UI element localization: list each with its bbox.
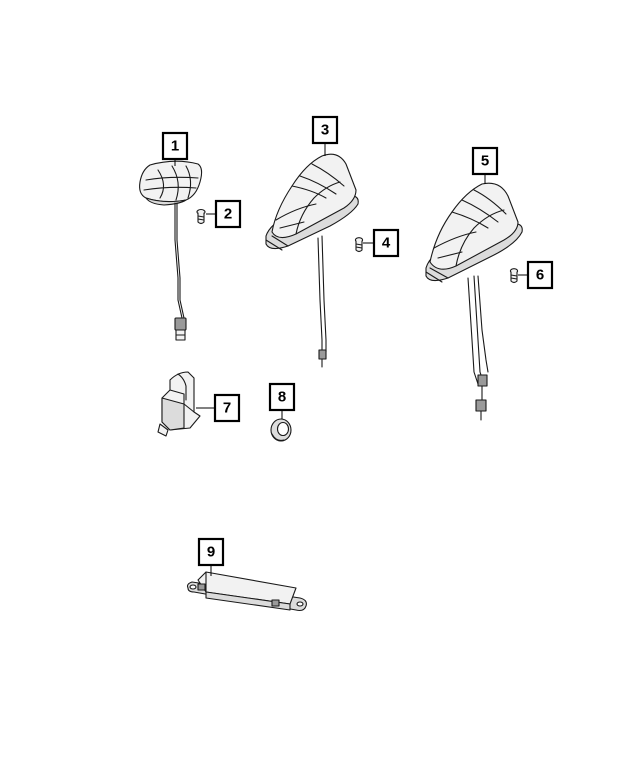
svg-text:5: 5 <box>481 153 489 170</box>
screw-part-6 <box>509 268 519 284</box>
antenna-module-part-1 <box>139 160 203 341</box>
callout-7: 7 <box>213 393 241 423</box>
bracket-part-7 <box>157 371 201 437</box>
callout-1: 1 <box>161 131 189 161</box>
svg-text:4: 4 <box>382 235 391 252</box>
screw-part-2 <box>196 208 206 225</box>
svg-text:3: 3 <box>321 122 329 139</box>
callout-6: 6 <box>526 260 554 290</box>
callout-3: 3 <box>311 115 339 145</box>
svg-text:6: 6 <box>536 267 544 284</box>
svg-text:1: 1 <box>171 138 179 155</box>
shark-fin-antenna-part-3 <box>265 153 359 368</box>
callout-2: 2 <box>214 199 242 229</box>
gasket-part-8 <box>270 418 292 442</box>
callout-4: 4 <box>372 228 400 258</box>
amplifier-module-part-9 <box>186 571 307 612</box>
callout-8: 8 <box>268 382 296 412</box>
callout-9: 9 <box>197 537 225 567</box>
svg-text:7: 7 <box>223 400 231 417</box>
svg-text:2: 2 <box>224 206 232 223</box>
shark-fin-antenna-part-5 <box>425 182 523 421</box>
callout-5: 5 <box>471 146 499 176</box>
screw-part-4 <box>354 237 364 253</box>
svg-text:8: 8 <box>278 389 286 406</box>
svg-text:9: 9 <box>207 544 215 561</box>
